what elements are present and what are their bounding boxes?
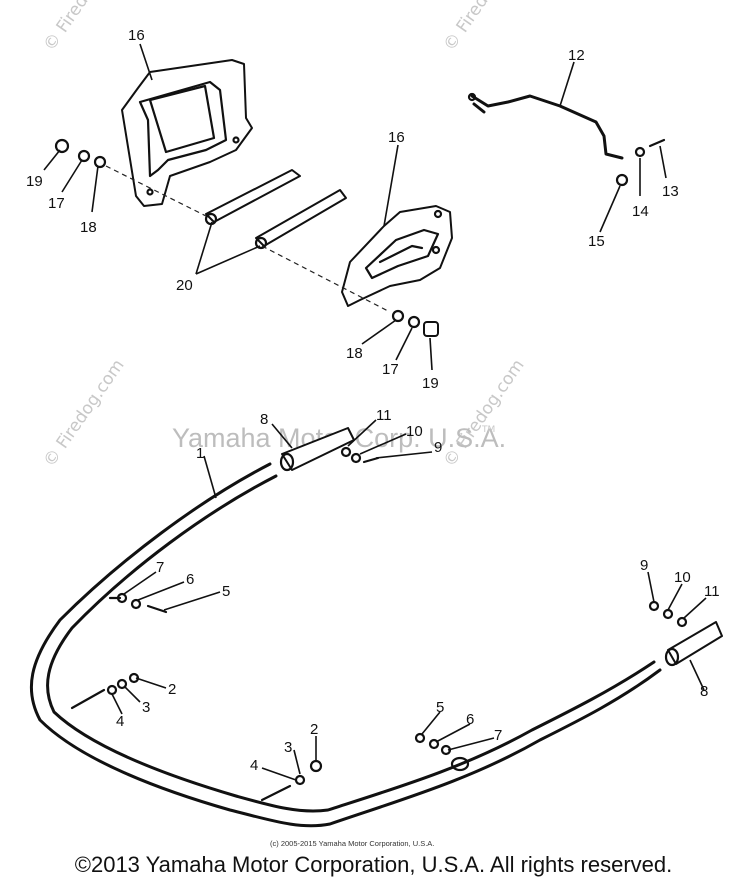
part-8-end-block-lower (664, 621, 723, 667)
callout-5-bottom: 5 (436, 699, 444, 716)
exploded-parts-diagram: © Firedog.com © Firedog.com © Firedog.co… (26, 0, 723, 848)
callout-16-left: 16 (128, 27, 145, 44)
part-20-spacer-bolts (204, 169, 347, 250)
callout-20: 20 (176, 277, 193, 294)
callout-1: 1 (196, 445, 204, 462)
part-1-main-rail (29, 462, 662, 828)
callout-7-bottom: 7 (494, 727, 502, 744)
callout-19-top: 19 (26, 173, 43, 190)
assembly-dashed-lines (105, 165, 391, 313)
footer-copyright: ©2013 Yamaha Motor Corporation, U.S.A. A… (74, 852, 673, 877)
callout-3-left: 3 (142, 699, 150, 716)
callout-15: 15 (588, 233, 605, 250)
callout-12: 12 (568, 47, 585, 64)
callout-2-left: 2 (168, 681, 176, 698)
hardware-group (54, 138, 688, 786)
callout-10-upper: 10 (406, 423, 423, 440)
callout-5-left: 5 (222, 583, 230, 600)
callout-3-bottom: 3 (284, 739, 292, 756)
callout-10-lower: 10 (674, 569, 691, 586)
callout-8-upper: 8 (260, 411, 268, 428)
callout-2-bottom: 2 (310, 721, 318, 738)
callout-9-lower: 9 (640, 557, 648, 574)
callout-7-left: 7 (156, 559, 164, 576)
callout-18-bottom: 18 (346, 345, 363, 362)
callout-6-left: 6 (186, 571, 194, 588)
callout-13: 13 (662, 183, 679, 200)
callout-14: 14 (632, 203, 649, 220)
callout-17-top: 17 (48, 195, 65, 212)
callout-9-upper: 9 (434, 439, 442, 456)
callout-11-lower: 11 (704, 583, 720, 600)
watermark-tm: TM (481, 425, 495, 435)
callout-6-bottom: 6 (466, 711, 474, 728)
part-12-bracket-arm (467, 92, 624, 160)
callout-8-lower: 8 (700, 683, 708, 700)
callout-4-bottom: 4 (250, 757, 258, 774)
callout-labels: 16 16 12 19 17 18 20 13 14 15 18 17 19 8… (26, 27, 720, 774)
callout-19-bottom: 19 (422, 375, 439, 392)
part-16-side-plate-right (341, 205, 453, 307)
callout-4-left: 4 (116, 713, 124, 730)
leader-lines (43, 43, 707, 781)
callout-16-right: 16 (388, 129, 405, 146)
callout-18-top: 18 (80, 219, 97, 236)
watermark-firedog-top-left: © Firedog.com (40, 0, 129, 55)
watermark-firedog-mid-right: © Firedog.com (440, 356, 529, 471)
small-copyright-notice: (c) 2005-2015 Yamaha Motor Corporation, … (270, 839, 434, 848)
watermark-firedog-mid-left: © Firedog.com (40, 356, 129, 471)
callout-17-bottom: 17 (382, 361, 399, 378)
callout-11-upper: 11 (376, 407, 392, 424)
watermark-firedog-top-right: © Firedog.com (440, 0, 529, 55)
part-16-side-plate-left (121, 59, 253, 207)
